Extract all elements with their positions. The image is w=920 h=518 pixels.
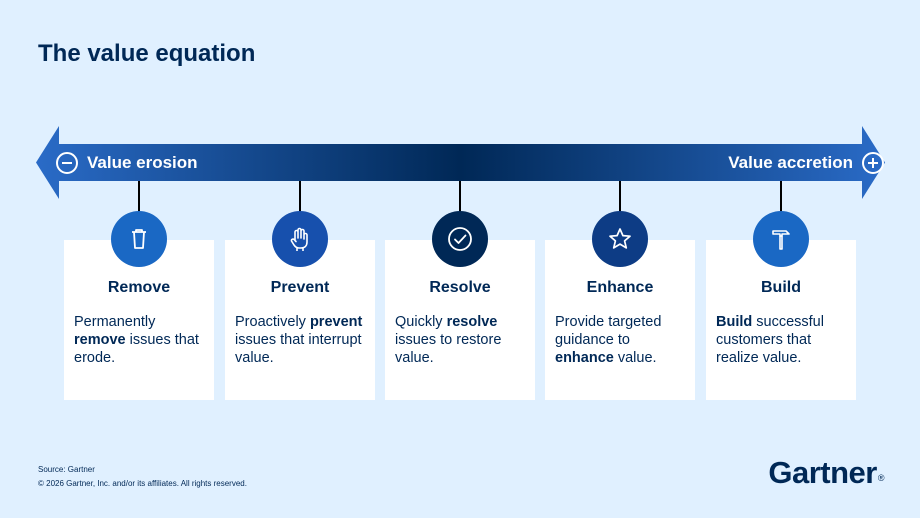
connector-resolve [459, 181, 461, 213]
card-description: Quickly resolve issues to restore value. [395, 313, 527, 367]
description-text: Quickly [395, 314, 447, 330]
value-axis-arrow [36, 126, 885, 199]
value-erosion-text: Value erosion [87, 153, 198, 172]
card-title: Enhance [586, 279, 654, 296]
page-title: The value equation [38, 40, 256, 67]
card-description: Build successful customers that realize … [716, 313, 848, 367]
star-icon [592, 211, 648, 267]
description-text: Proactively [235, 314, 310, 330]
gartner-logo: Gartner® [768, 455, 884, 491]
source-note: Source: Gartner [38, 465, 95, 474]
card-title: Prevent [270, 279, 330, 296]
logo-text: Gartner [768, 455, 877, 490]
description-keyword: remove [74, 332, 126, 348]
card-description: Provide targeted guidance to enhance val… [555, 313, 687, 367]
description-keyword: prevent [309, 314, 363, 330]
connector-prevent [299, 181, 301, 213]
description-text: issues to restore value. [395, 332, 502, 366]
description-keyword: resolve [446, 314, 498, 330]
description-text: value. [613, 350, 657, 366]
connector-enhance [619, 181, 621, 213]
connector-remove [138, 181, 140, 213]
connector-build [780, 181, 782, 213]
card-title: Resolve [429, 279, 491, 296]
card-description: Permanently remove issues that erode. [74, 313, 206, 367]
value-erosion-label: Value erosion [56, 151, 198, 175]
description-keyword: enhance [555, 350, 614, 366]
description-text: issues that interrupt value. [235, 332, 362, 366]
hand-stop-icon [272, 211, 328, 267]
value-accretion-text: Value accretion [728, 153, 853, 172]
check-circle-icon [432, 211, 488, 267]
card-description: Proactively prevent issues that interrup… [235, 313, 367, 367]
description-text: Permanently [74, 314, 156, 330]
hammer-icon [753, 211, 809, 267]
minus-circle-icon [56, 152, 78, 174]
description-text: Provide targeted guidance to [555, 314, 662, 348]
card-title: Remove [107, 279, 171, 296]
copyright-note: © 2026 Gartner, Inc. and/or its affiliat… [38, 479, 247, 488]
description-keyword: Build [716, 314, 753, 330]
card-title: Build [761, 279, 801, 296]
logo-registered-mark: ® [877, 473, 885, 483]
plus-circle-icon [862, 152, 884, 174]
trash-icon [111, 211, 167, 267]
description-text: issues that erode. [74, 332, 199, 366]
value-accretion-label: Value accretion [728, 151, 884, 175]
description-text: successful customers that realize value. [716, 314, 824, 366]
